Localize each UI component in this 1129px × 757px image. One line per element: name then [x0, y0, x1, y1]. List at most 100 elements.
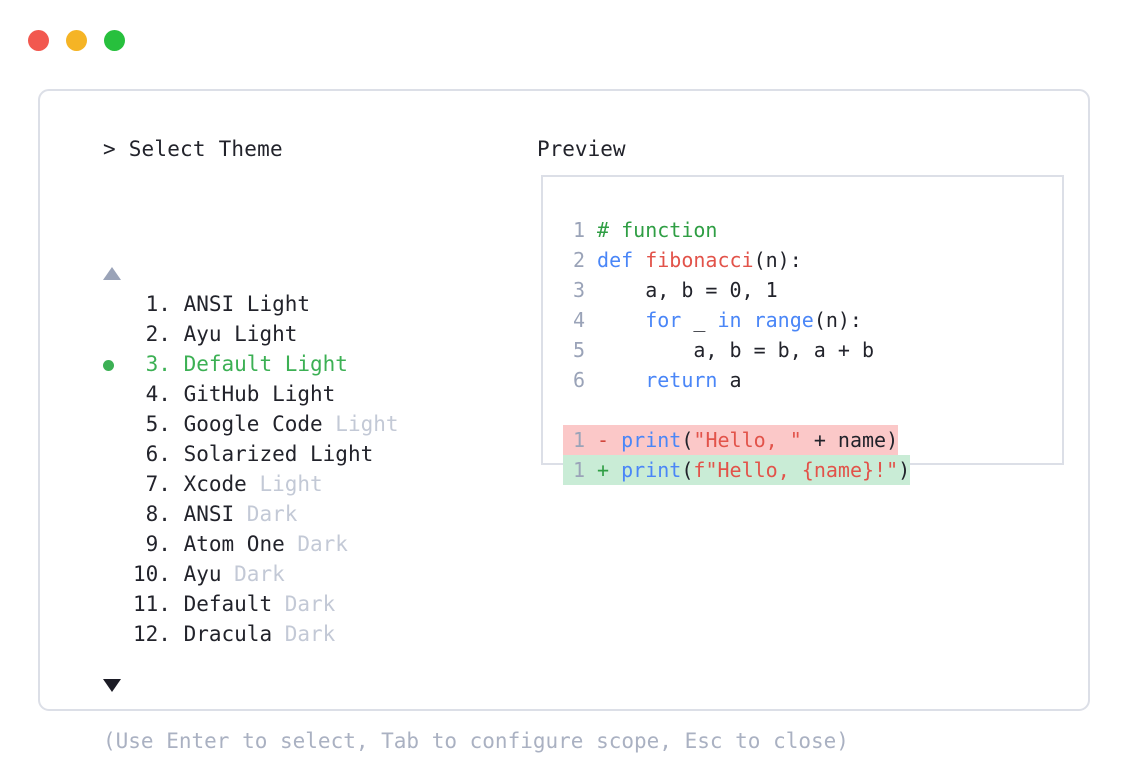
theme-item-variant: Light	[259, 382, 336, 406]
theme-item-variant: Light	[234, 292, 311, 316]
theme-item-name: Solarized	[170, 442, 298, 466]
keyboard-hint: (Use Enter to select, Tab to configure s…	[103, 729, 849, 753]
theme-item-name: GitHub	[170, 382, 260, 406]
theme-item-number: 10.	[133, 562, 171, 586]
theme-item-number: 7.	[133, 472, 171, 496]
code-line: 5 a, b = b, a + b	[563, 335, 910, 365]
theme-list-item[interactable]: 7. Xcode Light	[103, 469, 533, 499]
code-token: # function	[597, 218, 718, 242]
code-token: )	[898, 458, 911, 482]
theme-item-variant: Light	[322, 412, 399, 436]
theme-item-variant: Dark	[234, 502, 298, 526]
code-token: (	[681, 458, 694, 482]
diff-line-content: 1 - print("Hello, " + name)	[563, 425, 899, 455]
code-token: fibonacci	[645, 248, 754, 272]
theme-item-text: 12. Dracula Dark	[133, 619, 335, 649]
code-token: for	[597, 308, 694, 332]
theme-item-number: 5.	[133, 412, 171, 436]
line-number: 1	[572, 218, 585, 242]
theme-list-item[interactable]: 12. Dracula Dark	[103, 619, 533, 649]
code-token: a	[729, 368, 742, 392]
theme-list-item[interactable]: 6. Solarized Light	[103, 439, 533, 469]
theme-item-number: 1.	[133, 292, 171, 316]
theme-selector-pane: > Select Theme 1. ANSI Light 2. Ayu Ligh…	[65, 91, 849, 753]
close-dot[interactable]	[28, 30, 49, 51]
code-token: + name)	[801, 428, 899, 452]
code-token: range	[753, 308, 814, 332]
code-line: 3 a, b = 0, 1	[563, 275, 910, 305]
code-line: 1 # function	[563, 215, 910, 245]
code-token: "Hello, "	[693, 428, 802, 452]
theme-item-variant: Dark	[272, 622, 336, 646]
theme-list-item[interactable]: 11. Default Dark	[103, 589, 533, 619]
code-token: _	[693, 308, 718, 332]
theme-item-number: 2.	[133, 322, 171, 346]
theme-item-text: 1. ANSI Light	[133, 289, 310, 319]
theme-list-item[interactable]: 4. GitHub Light	[103, 379, 533, 409]
theme-picker-card: > Select Theme 1. ANSI Light 2. Ayu Ligh…	[38, 89, 1090, 753]
code-spacer	[563, 395, 910, 425]
code-line: 2 def fibonacci(n):	[563, 245, 910, 275]
theme-item-text: 11. Default Dark	[133, 589, 335, 619]
line-number: 1	[572, 458, 585, 482]
theme-item-name: ANSI	[170, 292, 235, 316]
theme-item-text: 10. Ayu Dark	[133, 559, 285, 589]
theme-item-number: 4.	[133, 382, 171, 406]
line-number: 4	[572, 308, 585, 332]
theme-item-variant: Dark	[221, 562, 285, 586]
theme-item-number: 12.	[133, 622, 171, 646]
theme-item-name: Dracula	[170, 622, 273, 646]
theme-list-item[interactable]: 5. Google Code Light	[103, 409, 533, 439]
theme-item-variant: Dark	[284, 532, 348, 556]
page-title-text: Select Theme	[128, 137, 283, 161]
scroll-down-icon[interactable]	[103, 679, 121, 692]
minimize-dot[interactable]	[66, 30, 87, 51]
theme-item-text: 5. Google Code Light	[133, 409, 399, 439]
theme-item-text: 9. Atom One Dark	[133, 529, 348, 559]
code-token: a, b = 0, 1	[597, 278, 778, 302]
theme-list-item[interactable]: 2. Ayu Light	[103, 319, 533, 349]
theme-item-variant: Dark	[272, 592, 336, 616]
theme-item-text: 4. GitHub Light	[133, 379, 336, 409]
line-number: 6	[572, 368, 585, 392]
theme-item-name: Ayu	[170, 562, 222, 586]
code-line: 6 return a	[563, 365, 910, 395]
theme-list-item[interactable]: 3. Default Light	[103, 349, 533, 379]
theme-item-number: 9.	[133, 532, 171, 556]
code-token: print	[621, 428, 682, 452]
theme-list-item[interactable]: 1. ANSI Light	[103, 289, 533, 319]
theme-item-variant: Light	[272, 352, 348, 376]
code-token: def	[597, 248, 646, 272]
theme-item-variant: Light	[246, 472, 323, 496]
theme-item-variant: Light	[297, 442, 374, 466]
theme-item-number: 3.	[133, 352, 171, 376]
theme-list-item[interactable]: 9. Atom One Dark	[103, 529, 533, 559]
code-token: a, b = b, a + b	[597, 338, 874, 362]
theme-item-name: ANSI	[170, 502, 235, 526]
page-title: > Select Theme	[103, 137, 283, 161]
preview-label: Preview	[537, 137, 626, 161]
line-number: 1	[572, 428, 585, 452]
maximize-dot[interactable]	[104, 30, 125, 51]
theme-list-item[interactable]: 8. ANSI Dark	[103, 499, 533, 529]
code-token: return	[597, 368, 730, 392]
theme-item-name: Atom One	[170, 532, 285, 556]
diff-marker-icon: -	[597, 428, 610, 452]
code-token: in	[717, 308, 754, 332]
theme-item-name: Default	[170, 352, 273, 376]
code-token: print	[621, 458, 682, 482]
theme-list-item[interactable]: 10. Ayu Dark	[103, 559, 533, 589]
diff-line-del: 1 - print("Hello, " + name)	[563, 425, 910, 455]
diff-line-add: 1 + print(f"Hello, {name}!")	[563, 455, 911, 485]
prompt-caret-icon: >	[103, 137, 116, 161]
selected-bullet-icon	[103, 360, 114, 371]
scroll-up-icon[interactable]	[103, 267, 121, 280]
theme-list: 1. ANSI Light 2. Ayu Light 3. Default Li…	[103, 289, 533, 649]
theme-item-name: Ayu	[170, 322, 222, 346]
theme-item-name: Google Code	[170, 412, 323, 436]
window-titlebar	[28, 30, 125, 51]
line-number: 2	[572, 248, 585, 272]
code-token: f"Hello, {name}!"	[693, 458, 899, 482]
